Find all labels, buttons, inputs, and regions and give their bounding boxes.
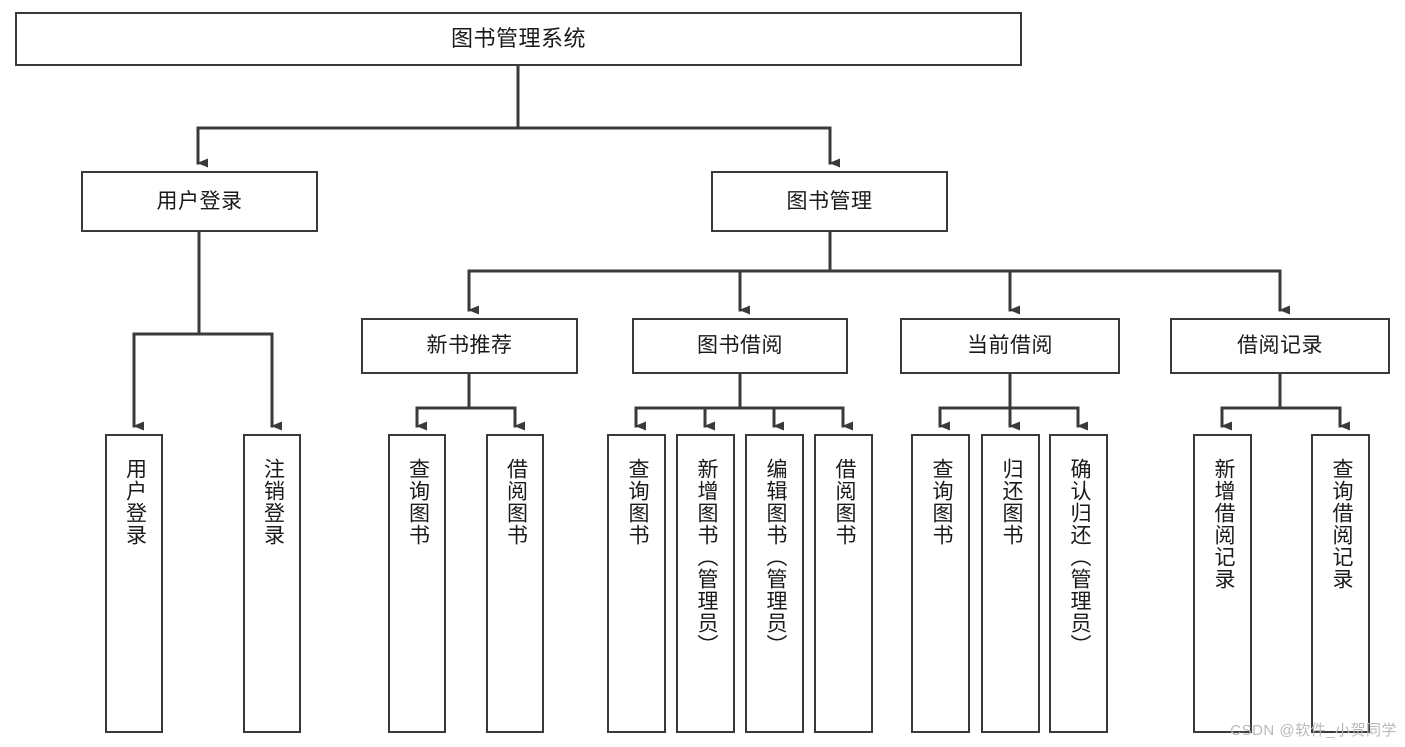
node-leaf-borrow-book-borrow[interactable]: 借阅图书 — [814, 434, 873, 733]
node-new-book-recommendation[interactable]: 新书推荐 — [361, 318, 578, 374]
node-book-borrowing[interactable]: 图书借阅 — [632, 318, 848, 374]
node-label: 用户登录 — [123, 458, 147, 546]
node-label: 借阅记录 — [1237, 334, 1323, 358]
node-label: 当前借阅 — [967, 334, 1053, 358]
node-label: 新书推荐 — [426, 334, 513, 358]
node-label: 用户登录 — [156, 189, 243, 213]
node-root-book-management-system[interactable]: 图书管理系统 — [15, 12, 1022, 66]
node-current-borrowing[interactable]: 当前借阅 — [900, 318, 1120, 374]
node-leaf-add-book-admin[interactable]: 新增图书（管理员） — [676, 434, 735, 733]
node-leaf-query-book-new-book[interactable]: 查询图书 — [388, 434, 446, 733]
node-label: 图书管理系统 — [450, 25, 586, 51]
node-leaf-add-borrow-record[interactable]: 新增借阅记录 — [1193, 434, 1252, 733]
node-label: 新增图书（管理员） — [694, 458, 718, 656]
node-leaf-user-login[interactable]: 用户登录 — [105, 434, 163, 733]
node-label: 归还图书 — [999, 458, 1023, 546]
node-label: 查询图书 — [929, 458, 953, 546]
node-label: 借阅图书 — [832, 458, 856, 546]
node-label: 新增借阅记录 — [1211, 458, 1235, 590]
node-label: 图书管理 — [786, 189, 873, 213]
node-label: 查询图书 — [406, 458, 430, 546]
node-leaf-edit-book-admin[interactable]: 编辑图书（管理员） — [745, 434, 804, 733]
node-leaf-borrow-book-new-book[interactable]: 借阅图书 — [486, 434, 544, 733]
node-leaf-query-book-borrow[interactable]: 查询图书 — [607, 434, 666, 733]
node-label: 借阅图书 — [504, 458, 528, 546]
node-label: 查询借阅记录 — [1329, 458, 1353, 590]
node-borrowing-record[interactable]: 借阅记录 — [1170, 318, 1390, 374]
node-leaf-confirm-return-admin[interactable]: 确认归还（管理员） — [1049, 434, 1108, 733]
node-label: 确认归还（管理员） — [1067, 458, 1091, 656]
node-label: 查询图书 — [625, 458, 649, 546]
node-leaf-query-borrow-record[interactable]: 查询借阅记录 — [1311, 434, 1370, 733]
node-label: 图书借阅 — [697, 334, 783, 358]
node-leaf-logout[interactable]: 注销登录 — [243, 434, 301, 733]
node-leaf-return-book[interactable]: 归还图书 — [981, 434, 1040, 733]
node-book-management[interactable]: 图书管理 — [711, 171, 948, 232]
node-leaf-query-book-current[interactable]: 查询图书 — [911, 434, 970, 733]
node-label: 注销登录 — [261, 458, 285, 546]
node-user-login[interactable]: 用户登录 — [81, 171, 318, 232]
node-label: 编辑图书（管理员） — [763, 458, 787, 656]
